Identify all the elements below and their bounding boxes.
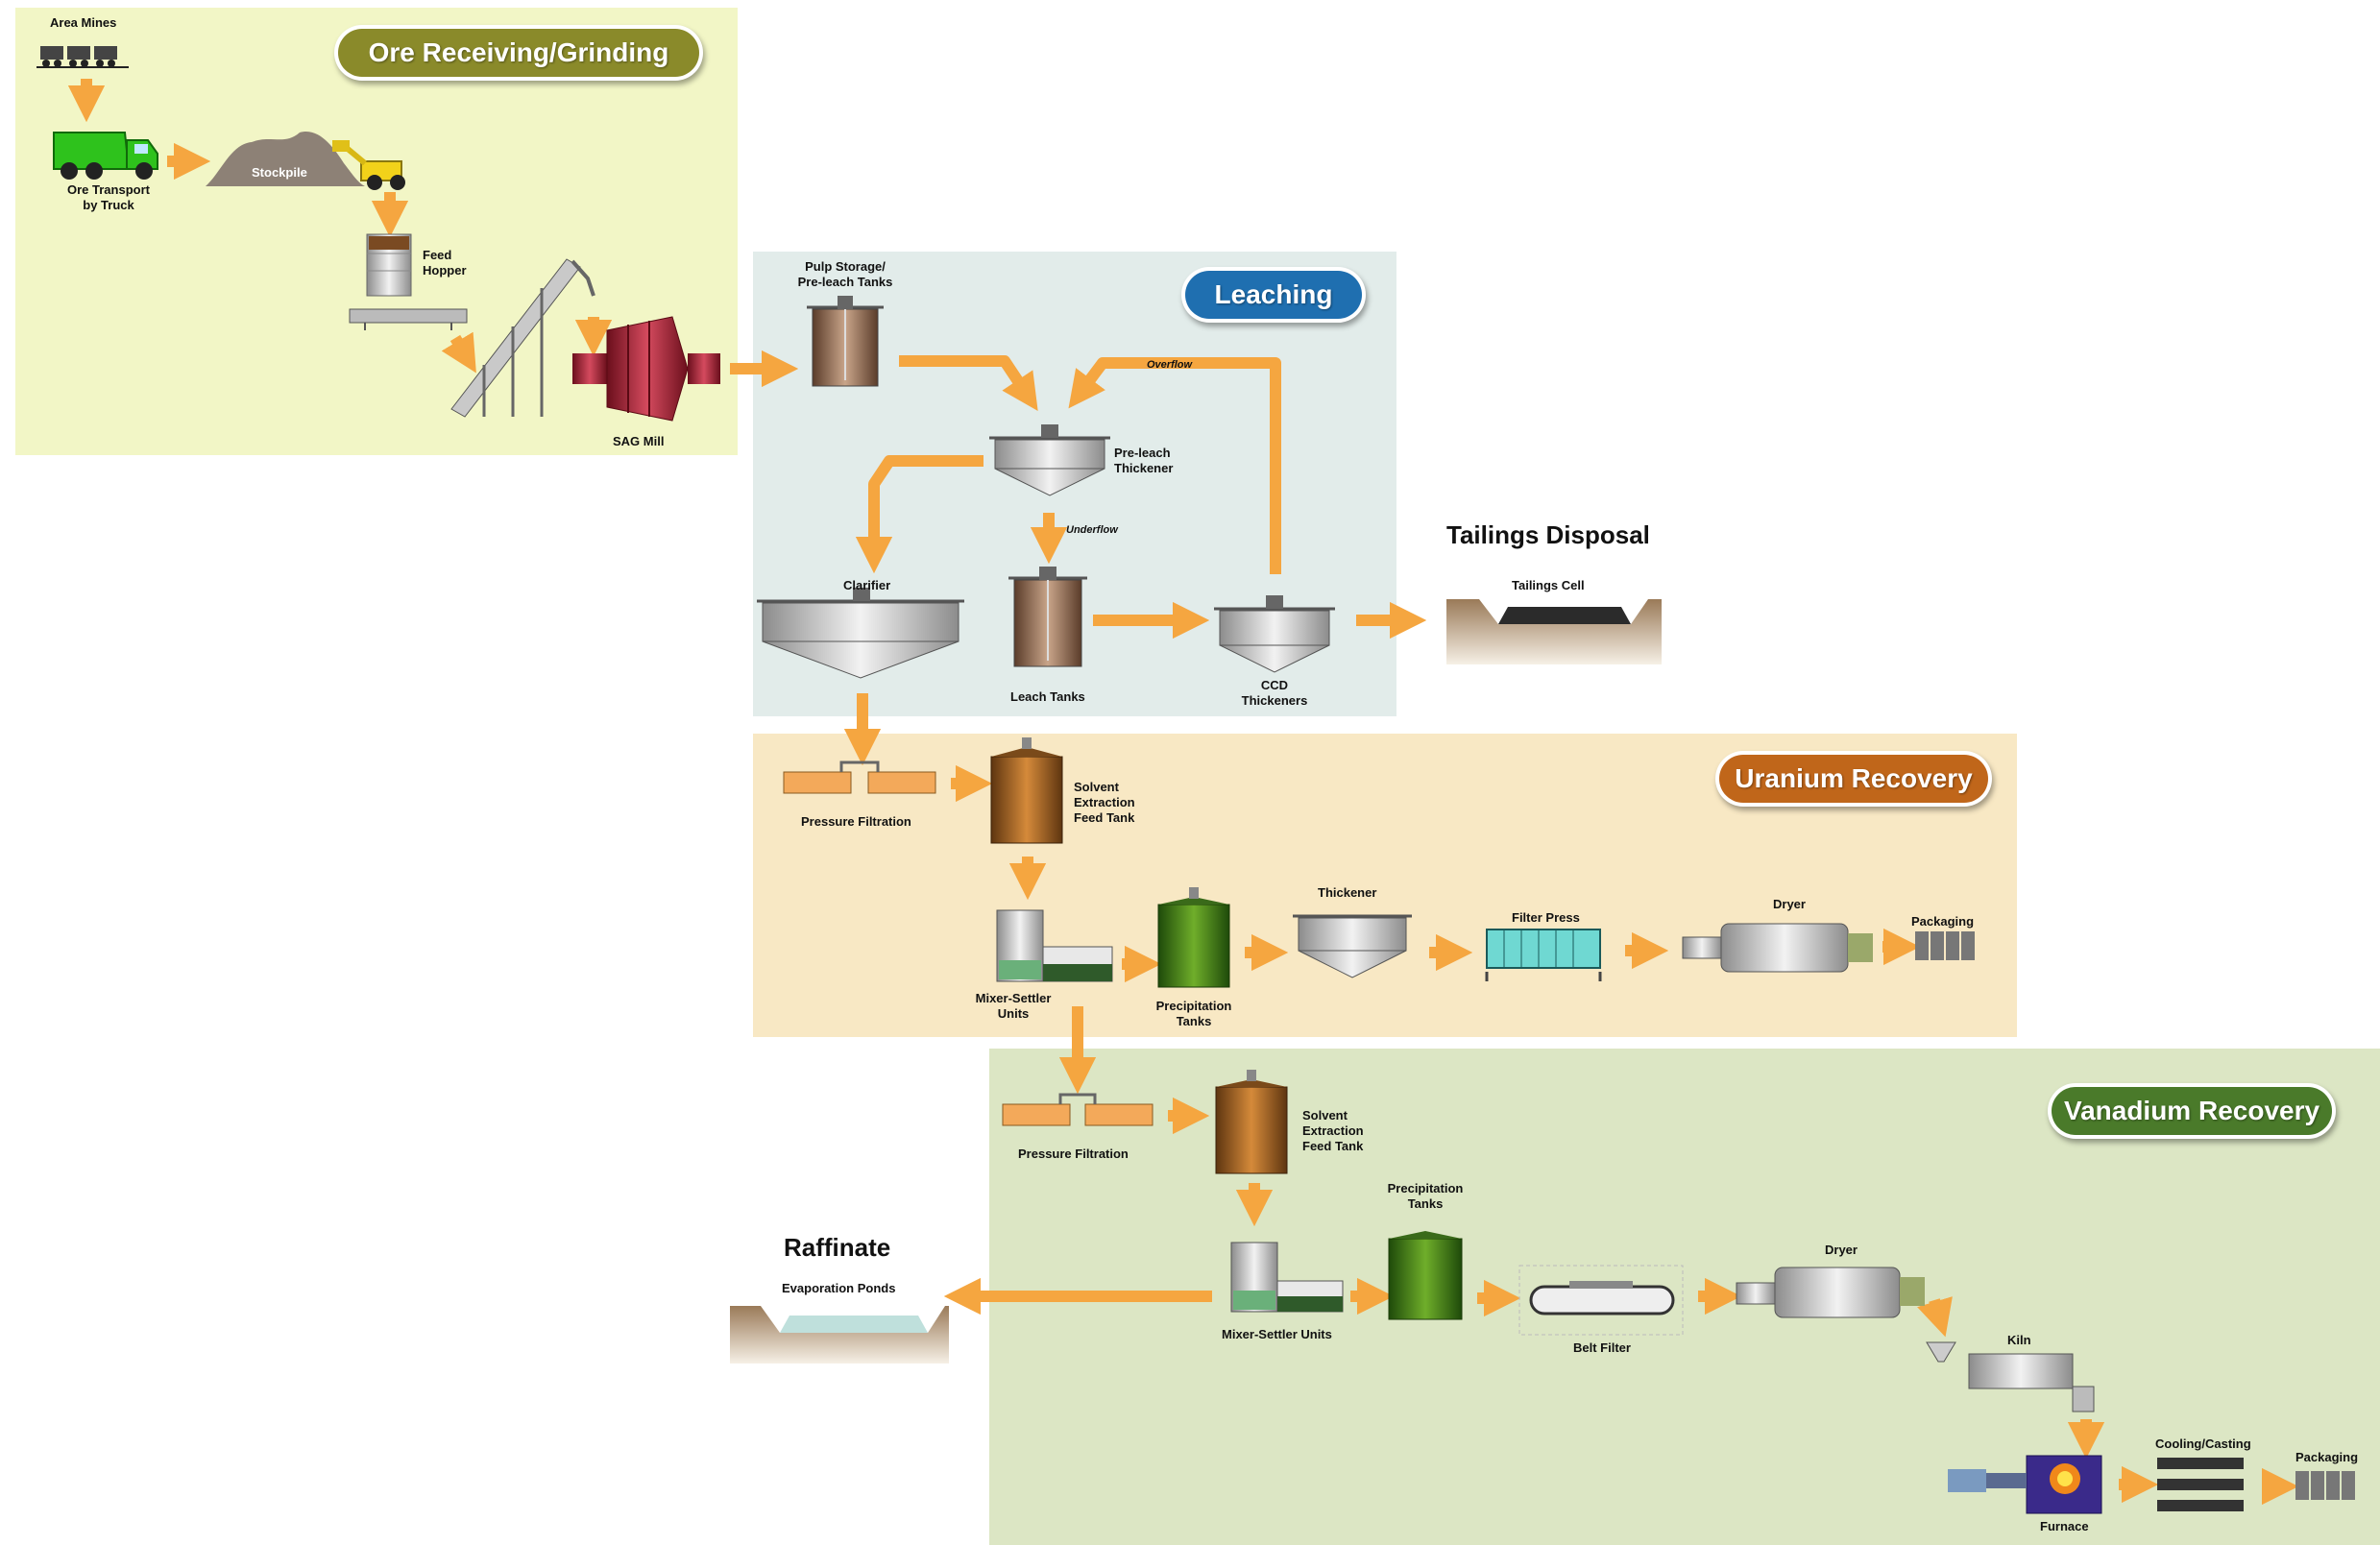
label-u-pressure-filtration: Pressure Filtration — [801, 814, 911, 829]
label-v-pressure-filtration: Pressure Filtration — [1018, 1147, 1129, 1161]
arrow-pulp-to-preleach — [899, 355, 1038, 411]
u-solvent-feed-tank-icon — [990, 737, 1063, 844]
label-preleach-thickener: Pre-leach Thickener — [1114, 446, 1174, 475]
loader-icon — [332, 140, 405, 190]
label-ccd-thickeners: CCD Thickeners — [1241, 678, 1308, 708]
v-pressure-filter-icon — [1002, 1093, 1154, 1126]
u-thickener-icon — [1293, 914, 1412, 978]
tailings-disposal-heading: Tailings Disposal — [1446, 520, 1650, 549]
ccd-thickeners-icon — [1214, 595, 1335, 673]
u-precip-tank-icon — [1157, 887, 1230, 988]
label-area-mines: Area Mines — [50, 15, 117, 30]
arrow-preleach-to-clarifier — [855, 455, 984, 574]
label-v-belt-filter: Belt Filter — [1573, 1340, 1631, 1355]
label-u-precip-tanks: Precipitation Tanks — [1155, 999, 1232, 1028]
label-u-filter-press: Filter Press — [1512, 910, 1580, 925]
truck-icon — [53, 132, 158, 180]
label-feed-hopper: Feed Hopper — [423, 248, 467, 278]
stockpile-icon — [206, 131, 365, 186]
v-mixer-settler-icon — [1230, 1242, 1344, 1313]
label-u-thickener: Thickener — [1318, 885, 1377, 900]
label-v-kiln: Kiln — [2007, 1333, 2031, 1347]
label-u-mixer-settler: Mixer-Settler Units — [975, 991, 1052, 1021]
leach-tank-icon — [1008, 567, 1087, 667]
label-v-dryer: Dryer — [1825, 1243, 1858, 1257]
label-sag-mill: SAG Mill — [613, 434, 665, 448]
label-underflow: Underflow — [1066, 524, 1118, 536]
v-kiln-icon — [1926, 1341, 2095, 1412]
label-stockpile: Stockpile — [252, 165, 307, 180]
label-tailings-cell: Tailings Cell — [1512, 578, 1585, 592]
conveyor-icon — [450, 258, 595, 418]
raffinate-heading: Raffinate — [784, 1233, 891, 1262]
pulp-storage-tank-icon — [807, 296, 884, 387]
section-title-ore: Ore Receiving/Grinding — [338, 29, 699, 77]
u-mixer-settler-icon — [996, 909, 1113, 982]
feed-hopper-icon — [349, 233, 468, 330]
label-v-mixer-settler: Mixer-Settler Units — [1222, 1327, 1332, 1341]
v-solvent-feed-tank-icon — [1215, 1070, 1288, 1174]
clarifier-icon — [757, 588, 964, 679]
label-u-solvent-feed: Solvent Extraction Feed Tank — [1074, 780, 1135, 825]
v-precip-tank-icon — [1388, 1231, 1463, 1320]
preleach-thickener-icon — [989, 424, 1110, 496]
arrow-conveyor-to-belt — [441, 331, 476, 374]
u-packaging-drums-icon — [1915, 931, 1975, 960]
label-leach-tanks: Leach Tanks — [1010, 689, 1085, 704]
label-pulp-storage: Pulp Storage/ Pre-leach Tanks — [797, 259, 893, 289]
v-belt-filter-icon — [1518, 1265, 1684, 1336]
u-filter-press-icon — [1485, 929, 1602, 981]
u-pressure-filter-icon — [783, 760, 936, 794]
label-v-cooling-casting: Cooling/Casting — [2155, 1436, 2251, 1451]
label-overflow: Overflow — [1147, 359, 1193, 371]
label-evaporation-ponds: Evaporation Ponds — [782, 1281, 896, 1295]
label-v-solvent-feed: Solvent Extraction Feed Tank — [1302, 1108, 1364, 1153]
flow-arrows — [67, 79, 2299, 1506]
label-v-furnace: Furnace — [2040, 1519, 2089, 1533]
label-v-packaging: Packaging — [2295, 1450, 2359, 1464]
u-dryer-icon — [1682, 923, 1873, 973]
label-ore-transport: Ore Transport by Truck — [67, 182, 150, 212]
evaporation-ponds-icon — [730, 1306, 949, 1364]
label-clarifier: Clarifier — [843, 578, 891, 592]
label-u-dryer: Dryer — [1773, 897, 1806, 911]
tailings-cell-icon — [1446, 599, 1662, 664]
v-dryer-icon — [1736, 1267, 1925, 1318]
section-title-vanadium: Vanadium Recovery — [2052, 1087, 2332, 1135]
section-title-uranium: Uranium Recovery — [1719, 755, 1988, 803]
v-furnace-icon — [1948, 1455, 2102, 1514]
area-mines-icon — [36, 46, 129, 68]
section-title-leaching: Leaching — [1185, 271, 1362, 319]
label-v-precip-tanks: Precipitation Tanks — [1387, 1181, 1464, 1211]
v-cooling-casting-icon — [2157, 1458, 2244, 1511]
v-packaging-drums-icon — [2295, 1471, 2355, 1500]
arrow-v-dryer-to-kiln — [1917, 1296, 1953, 1338]
label-u-packaging: Packaging — [1911, 914, 1975, 929]
arrow-ccd-overflow — [1068, 357, 1281, 574]
sag-mill-icon — [572, 316, 720, 422]
